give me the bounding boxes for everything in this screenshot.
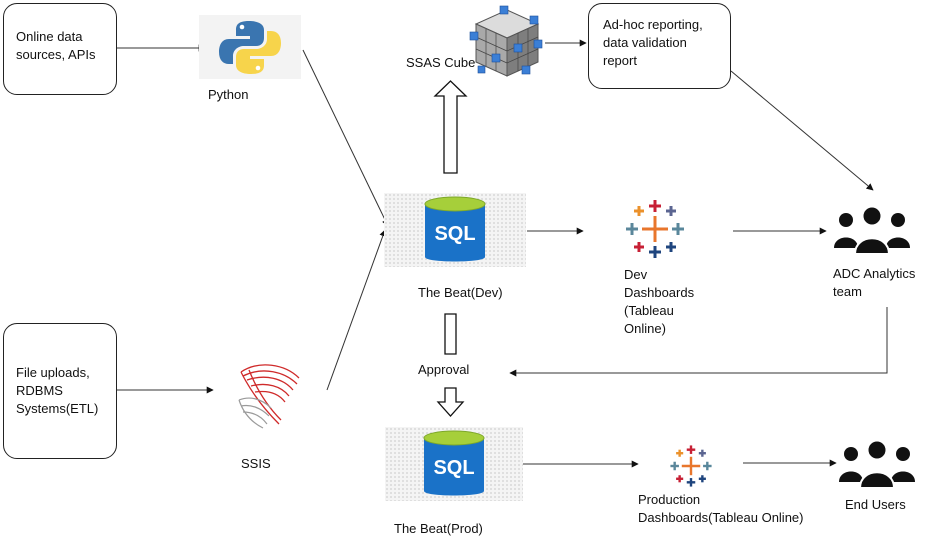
arrow-analytics-to-approval (509, 307, 888, 377)
dev-database-panel: SQL (384, 193, 526, 267)
python-label: Python (208, 87, 249, 102)
people-group-icon (838, 440, 916, 490)
prod-database-label: The Beat(Prod) (394, 521, 483, 536)
dev-dashboards-label: Dev Dashboards (Tableau Online) (624, 267, 695, 336)
ssis-label: SSIS (241, 456, 271, 471)
ssas-cube-label: SSAS Cube (406, 55, 476, 70)
prod-database-panel: SQL (385, 427, 523, 501)
people-group-icon (833, 206, 911, 256)
arrow-ssis-to-dev (326, 229, 387, 391)
arrow-python-to-dev (302, 49, 389, 227)
prod-dashboards-label: Production Dashboards(Tableau Online) (638, 492, 804, 525)
approval-label: Approval (418, 362, 470, 377)
end-users-label: End Users (845, 497, 906, 512)
tableau-logo-icon (669, 444, 713, 488)
tableau-logo-icon (624, 198, 686, 260)
reporting-box: Ad-hoc reporting, data validation report (588, 3, 731, 89)
block-arrow-approval-to-prod (436, 387, 465, 417)
online-sources-box: Online data sources, APIs (3, 3, 117, 95)
block-arrow-dev-to-approval (444, 313, 457, 355)
cube-icon (468, 4, 546, 82)
database-icon (424, 196, 486, 262)
block-arrow-dev-to-cube (433, 80, 468, 174)
arrow-reporting-to-analytics (730, 70, 874, 191)
dev-sql-badge: SQL (434, 223, 476, 245)
sql-server-ssis-icon (229, 352, 309, 432)
prod-sql-badge: SQL (433, 457, 475, 479)
python-logo-icon (199, 15, 301, 79)
dev-database-label: The Beat(Dev) (418, 285, 503, 300)
analytics-team-label: ADC Analytics team (833, 266, 916, 299)
database-icon (423, 430, 485, 496)
file-uploads-box: File uploads, RDBMS Systems(ETL) (3, 323, 117, 459)
